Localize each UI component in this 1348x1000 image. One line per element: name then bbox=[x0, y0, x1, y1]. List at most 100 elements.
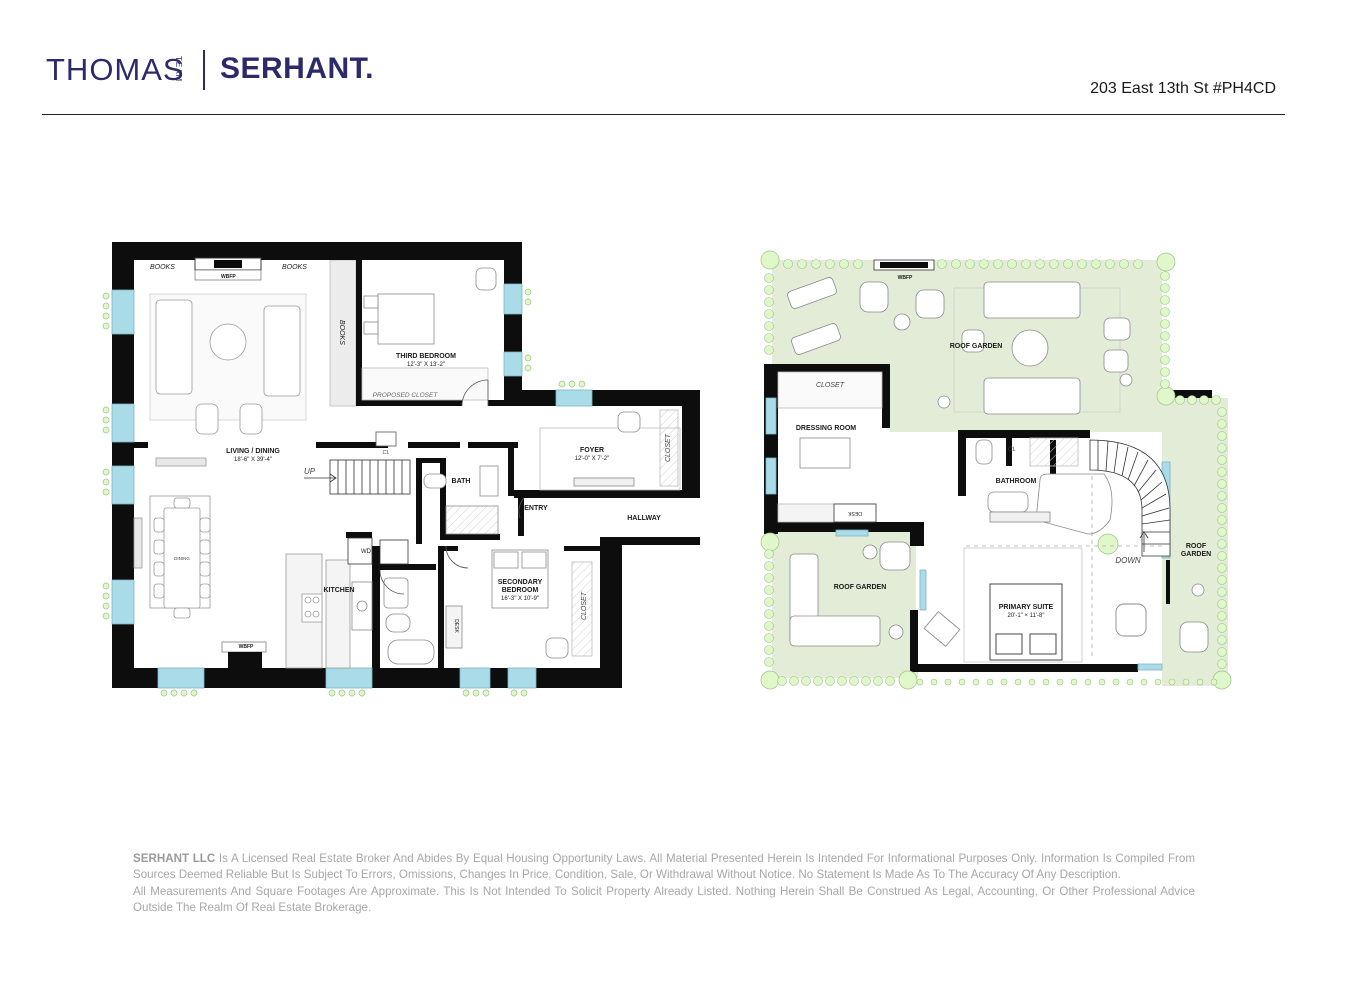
shrub bbox=[1217, 563, 1227, 573]
living-dining-label: LIVING / DINING bbox=[226, 448, 280, 455]
logo-divider bbox=[203, 50, 205, 90]
shrub bbox=[1217, 527, 1227, 537]
shrub bbox=[1119, 259, 1129, 269]
roof-garden-furniture bbox=[787, 277, 1209, 653]
shrub bbox=[1217, 551, 1227, 561]
shrub bbox=[1160, 319, 1170, 329]
brand-serhant-logo[interactable]: SERHANT. bbox=[220, 52, 375, 85]
disclaimer-text-1: Is A Licensed Real Estate Broker And Abi… bbox=[133, 852, 1196, 882]
shrub bbox=[797, 259, 807, 269]
shrub bbox=[1210, 678, 1218, 686]
shrub bbox=[1217, 659, 1227, 669]
lower-stairs bbox=[304, 459, 411, 495]
shrub bbox=[764, 345, 774, 355]
shrub bbox=[1007, 259, 1017, 269]
wbfp-top-label: WBFP bbox=[221, 274, 236, 280]
shrub bbox=[1217, 419, 1227, 429]
primary-suite-label: PRIMARY SUITE bbox=[999, 604, 1054, 611]
shrub bbox=[839, 259, 849, 269]
shrub bbox=[1056, 678, 1064, 686]
kitchen-label: KITCHEN bbox=[323, 587, 354, 594]
shrub bbox=[1140, 678, 1148, 686]
shrub bbox=[944, 678, 952, 686]
books-label-3: BOOKS bbox=[338, 320, 345, 345]
shrub bbox=[1182, 678, 1190, 686]
lower-interior-walls bbox=[134, 258, 600, 668]
shrub bbox=[1021, 259, 1031, 269]
secondary-bedroom-label-2: BEDROOM bbox=[502, 587, 539, 594]
shrub bbox=[916, 678, 924, 686]
shrub bbox=[1000, 678, 1008, 686]
dining-label: DINING bbox=[174, 556, 190, 561]
shrub bbox=[1217, 407, 1227, 417]
shrub bbox=[764, 585, 774, 595]
shrub bbox=[1160, 271, 1170, 281]
upper-desk-label: DESK bbox=[848, 510, 862, 516]
roof-garden-right-label-1: ROOF bbox=[1186, 543, 1207, 550]
shrub bbox=[1217, 599, 1227, 609]
shrub bbox=[1160, 283, 1170, 293]
roof-shrub-borders bbox=[764, 259, 1227, 686]
shrub bbox=[873, 676, 883, 686]
shrub bbox=[811, 259, 821, 269]
shrub bbox=[783, 259, 793, 269]
shrub bbox=[937, 259, 947, 269]
shrub bbox=[1160, 355, 1170, 365]
shrub bbox=[993, 259, 1003, 269]
disclaimer-paragraph-1: SERHANT LLC Is A Licensed Real Estate Br… bbox=[133, 851, 1195, 884]
shrub bbox=[1160, 307, 1170, 317]
primary-bed bbox=[923, 547, 1147, 663]
lower-fireplaces bbox=[194, 257, 267, 668]
shrub bbox=[1175, 395, 1185, 405]
lower-windows bbox=[111, 283, 593, 689]
shrub bbox=[764, 549, 774, 559]
shrub bbox=[1133, 259, 1143, 269]
lower-bath-fixtures bbox=[351, 465, 499, 665]
shrub bbox=[777, 676, 787, 686]
shrub bbox=[1196, 678, 1204, 686]
shrub bbox=[1217, 491, 1227, 501]
shrub bbox=[861, 676, 871, 686]
shrub bbox=[1217, 515, 1227, 525]
wd-label: WD bbox=[361, 549, 372, 555]
shrub bbox=[1217, 635, 1227, 645]
shrub bbox=[958, 678, 966, 686]
shrub bbox=[979, 259, 989, 269]
shrub bbox=[764, 633, 774, 643]
bedroom-furniture bbox=[361, 267, 681, 659]
wbfp-bottom-label: WBFP bbox=[239, 644, 254, 650]
secondary-bedroom-dim: 16'-3" X 10'-9" bbox=[501, 596, 539, 602]
desk-label: DESK bbox=[453, 619, 459, 633]
shrub bbox=[972, 678, 980, 686]
shrub bbox=[1160, 295, 1170, 305]
shrub bbox=[965, 259, 975, 269]
bedroom-closet-label: CLOSET bbox=[581, 591, 588, 620]
roof-garden-right-label-2: GARDEN bbox=[1181, 551, 1211, 558]
living-furniture bbox=[133, 293, 307, 619]
books-label-2: BOOKS bbox=[282, 264, 307, 271]
shrub bbox=[1187, 395, 1197, 405]
bath-label: BATH bbox=[452, 478, 471, 485]
books-label-1: BOOKS bbox=[150, 264, 175, 271]
shrub bbox=[1160, 367, 1170, 377]
shrub bbox=[801, 676, 811, 686]
shrub bbox=[813, 676, 823, 686]
lower-level-plan: BOOKS BOOKS BOOKS WBFP WBFP THIRD BEDROO… bbox=[102, 242, 700, 697]
shrub bbox=[885, 676, 895, 686]
shrub bbox=[853, 259, 863, 269]
up-label: UP bbox=[304, 467, 316, 476]
closet-upper-label: CLOSET bbox=[816, 382, 845, 389]
shrub bbox=[1035, 259, 1045, 269]
bathroom-label: BATHROOM bbox=[996, 478, 1037, 485]
shrub bbox=[764, 321, 774, 331]
shrub bbox=[951, 259, 961, 269]
shrub bbox=[1217, 455, 1227, 465]
shrub bbox=[1217, 611, 1227, 621]
kitchen-furniture bbox=[285, 537, 409, 669]
third-bedroom-dim: 12'-3" X 13'-2" bbox=[407, 362, 445, 368]
spiral-stair bbox=[1089, 439, 1171, 557]
proposed-closet-label: PROPOSED CLOSET bbox=[373, 392, 439, 399]
lower-exterior-walls bbox=[112, 242, 700, 688]
brand-thomas-logo[interactable]: THOMAS bbox=[46, 52, 185, 87]
shrub bbox=[1168, 678, 1176, 686]
